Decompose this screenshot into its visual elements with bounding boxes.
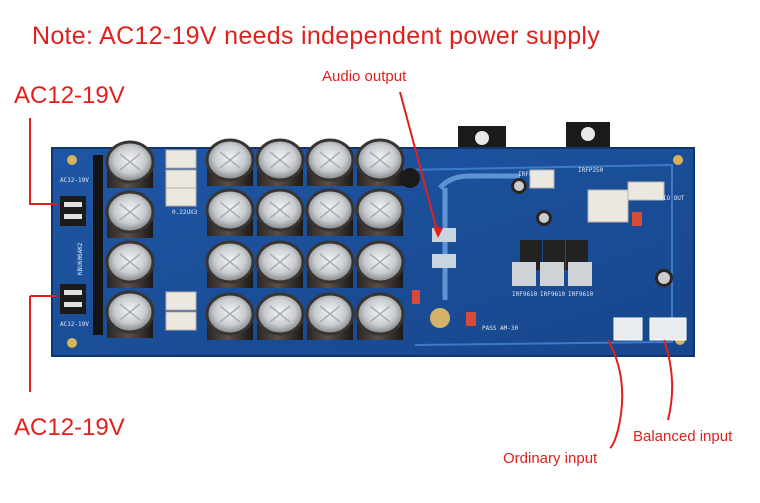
svg-text:IRF9610: IRF9610 <box>540 291 566 298</box>
ac-terminal-top <box>60 196 86 226</box>
capacitor-vent <box>119 303 141 321</box>
svg-text:IRFP250: IRFP250 <box>578 167 604 174</box>
capacitor-vent <box>369 305 391 323</box>
filter-capacitor-bank <box>105 138 405 340</box>
ac-terminal-bottom <box>60 284 86 314</box>
capacitor-vent <box>119 253 141 271</box>
capacitor-vent <box>119 203 141 221</box>
svg-text:IRF9610: IRF9610 <box>512 291 538 298</box>
capacitor-vent <box>319 253 341 271</box>
small-components <box>400 168 687 341</box>
svg-text:AC12-19V: AC12-19V <box>60 321 89 328</box>
svg-text:IRF9610: IRF9610 <box>568 291 594 298</box>
capacitor-vent <box>219 151 241 169</box>
capacitor-vent <box>369 253 391 271</box>
ordinary-input-label: Ordinary input <box>503 450 598 467</box>
capacitor-vent <box>269 305 291 323</box>
capacitor-vent <box>319 151 341 169</box>
capacitor-vent <box>219 201 241 219</box>
capacitor-vent <box>319 305 341 323</box>
film-capacitors <box>165 149 665 331</box>
ac-label-top: AC12-19V <box>14 82 125 109</box>
capacitor-vent <box>269 201 291 219</box>
capacitor-vent <box>119 153 141 171</box>
bridge-rectifier <box>93 155 103 335</box>
annotation-lines <box>29 91 674 449</box>
svg-text:0.22UX3: 0.22UX3 <box>172 209 198 216</box>
svg-text:KBU606AK2: KBU606AK2 <box>77 242 84 275</box>
balanced-input-label: Balanced input <box>633 428 733 445</box>
svg-text:AC12-19V: AC12-19V <box>60 177 89 184</box>
audio-output-label: Audio output <box>322 68 407 85</box>
capacitor-vent <box>219 253 241 271</box>
capacitor-vent <box>219 305 241 323</box>
ordinary-input-connector <box>613 317 643 341</box>
capacitor-vent <box>369 201 391 219</box>
svg-text:PASS AM-30: PASS AM-30 <box>482 325 519 332</box>
capacitor-vent <box>269 151 291 169</box>
capacitor-vent <box>319 201 341 219</box>
power-supply-note: Note: AC12-19V needs independent power s… <box>32 22 601 50</box>
balanced-input-connector <box>649 317 687 341</box>
silkscreen: AC12-19V AC12-19V KBU606AK2 0.22UX3 IRFP… <box>60 167 685 332</box>
svg-text:IRFP250: IRFP250 <box>518 171 544 178</box>
capacitor-vent <box>369 151 391 169</box>
svg-text:AUDIO OUT: AUDIO OUT <box>652 195 685 202</box>
ac-label-bottom: AC12-19V <box>14 414 125 441</box>
capacitor-vent <box>269 253 291 271</box>
